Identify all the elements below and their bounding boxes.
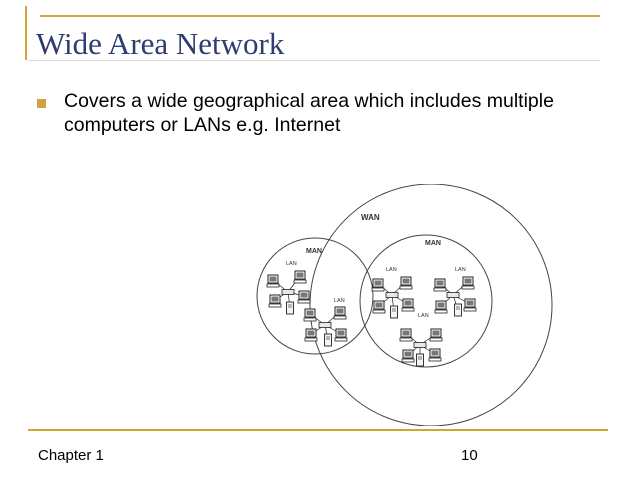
man-label-right: MAN [425,240,441,247]
man-circle-left [256,237,374,355]
slide-title: Wide Area Network [36,26,285,61]
bottom-accent-line [28,429,608,431]
man-circle-right [359,234,493,368]
wan-diagram: WAN MAN MAN LAN LAN LAN LAN LAN [256,184,553,426]
page-number: 10 [461,447,478,464]
wan-label: WAN [361,213,380,222]
wan-circle [309,184,553,426]
lan-label-1: LAN [286,261,297,267]
lan-label-5: LAN [418,313,429,319]
lan-label-3: LAN [386,267,397,273]
man-label-left: MAN [306,248,322,255]
bullet-square-icon [37,99,46,108]
top-accent-line [40,15,600,17]
lan-label-4: LAN [455,267,466,273]
bullet-text: Covers a wide geographical area which in… [64,90,554,136]
lan-label-2: LAN [334,298,345,304]
title-rule [28,60,600,61]
left-accent-bar [25,6,27,60]
footer-chapter: Chapter 1 [38,447,104,464]
